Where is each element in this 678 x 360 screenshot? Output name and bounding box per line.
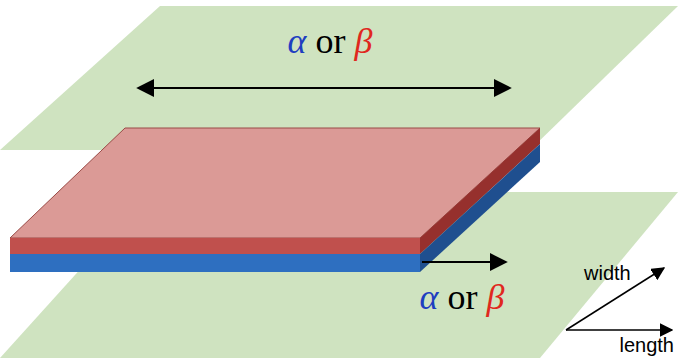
axis-label: width: [584, 262, 631, 284]
direction-label: α or β: [420, 278, 505, 318]
direction-arrow: [422, 261, 506, 263]
blue-layer-side: [420, 144, 540, 272]
axis-label: length: [620, 334, 675, 356]
double-arrow: [138, 87, 510, 89]
direction-label: α or β: [288, 22, 373, 62]
length-axis: [566, 329, 672, 331]
blue-layer: [10, 254, 420, 272]
red-layer: [10, 238, 420, 254]
red-layer-side: [420, 128, 540, 254]
